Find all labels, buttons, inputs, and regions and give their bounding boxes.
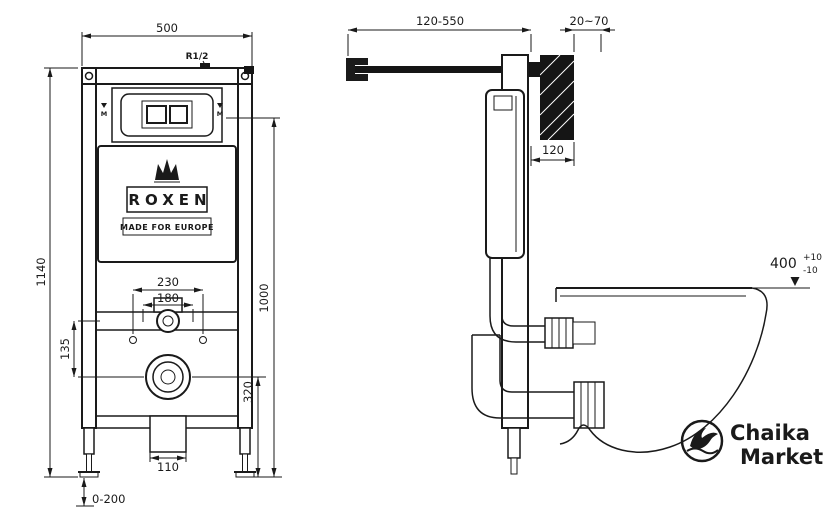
cistern-side <box>485 89 525 259</box>
dim-width-110: 110 <box>157 460 179 474</box>
plate-mark-left: M <box>101 110 107 118</box>
mount-hole-right <box>199 336 207 344</box>
arm-wall-anchor <box>528 62 540 77</box>
support-arm <box>354 66 540 73</box>
dim-floor-adjust: 0-200 <box>92 492 125 506</box>
inlet-fitting <box>156 309 180 333</box>
corner-bolt-left <box>84 71 94 81</box>
rim-level-pointer <box>790 277 800 286</box>
mount-hole-left <box>129 336 137 344</box>
dim-spacing-230: 230 <box>157 275 179 289</box>
dim-rim-tol-down: -10 <box>803 266 818 276</box>
side-leg-screw <box>510 457 518 475</box>
wave-icon <box>686 447 719 455</box>
drain-outlet-box <box>149 415 187 453</box>
button-frame <box>141 100 193 129</box>
logo-text-line2: Market <box>740 445 823 469</box>
bowl-outline <box>559 287 768 453</box>
leg-screw-left <box>86 453 92 473</box>
flush-button-left[interactable] <box>146 105 167 124</box>
front-view: ROXEN MADE FOR EUROPE M M <box>78 60 256 478</box>
bird-icon <box>690 428 718 450</box>
side-dimensions: 120-550 20~70 120 400 +10 -10 <box>347 14 822 286</box>
logo-circle <box>680 419 724 463</box>
dim-thread: R1/2 <box>186 52 209 62</box>
plate-mark-arrow-left <box>101 103 107 108</box>
brand-box <box>126 186 208 213</box>
leg-right <box>239 427 251 455</box>
side-view <box>346 54 810 475</box>
arm-hook <box>346 58 368 81</box>
foot-base-right <box>235 471 255 478</box>
dim-height-1140: 1140 <box>34 257 48 286</box>
dim-width-500: 500 <box>156 21 178 35</box>
inlet-fitting-center <box>162 315 174 327</box>
dim-offset-135: 135 <box>58 338 72 360</box>
lotus-icon <box>155 159 179 180</box>
drain-pipe-outer <box>471 335 574 419</box>
drain-pipe-inner <box>499 335 574 393</box>
dim-frame-depth: 120 <box>542 143 564 157</box>
plate-mark-arrow-right <box>217 103 223 108</box>
flush-pipe-outer <box>489 315 545 343</box>
drain-flange-inner <box>160 369 176 385</box>
dim-rim-tol-up: +10 <box>803 253 822 263</box>
frame-right-rail <box>237 67 253 429</box>
drain-flange-mid <box>152 361 184 393</box>
side-leg <box>507 427 521 459</box>
inlet-block <box>244 66 254 74</box>
flush-button-right[interactable] <box>169 105 188 124</box>
dim-rim-height: 400 <box>770 256 797 272</box>
fill-valve <box>493 95 513 111</box>
thread-leader <box>202 60 207 68</box>
leg-left <box>83 427 95 455</box>
dim-wall-offset: 20~70 <box>570 14 609 28</box>
flush-plate-inner <box>120 93 214 137</box>
flush-pipe-inner <box>501 315 545 327</box>
flush-stub <box>572 321 596 345</box>
front-dimensions: 500 R1/2 1140 1000 320 230 <box>34 21 282 507</box>
brand-name: ROXEN <box>128 191 211 209</box>
dim-height-320: 320 <box>241 381 255 403</box>
frame-left-rail <box>81 67 97 429</box>
brand-tagline: MADE FOR EUROPE <box>120 223 214 232</box>
plate-mark-right: M <box>217 110 223 118</box>
tagline-box <box>122 217 212 236</box>
drain-coupler <box>573 381 605 429</box>
dim-depth-range: 120-550 <box>416 14 464 28</box>
chaika-market-logo: Chaika Market <box>680 419 823 469</box>
dim-height-1000: 1000 <box>257 283 271 312</box>
dim-spacing-180: 180 <box>157 291 179 305</box>
logo-text-line1: Chaika <box>730 421 810 445</box>
leg-screw-right <box>242 453 248 473</box>
foot-base-left <box>79 471 99 478</box>
frame-top-bar <box>81 67 253 85</box>
